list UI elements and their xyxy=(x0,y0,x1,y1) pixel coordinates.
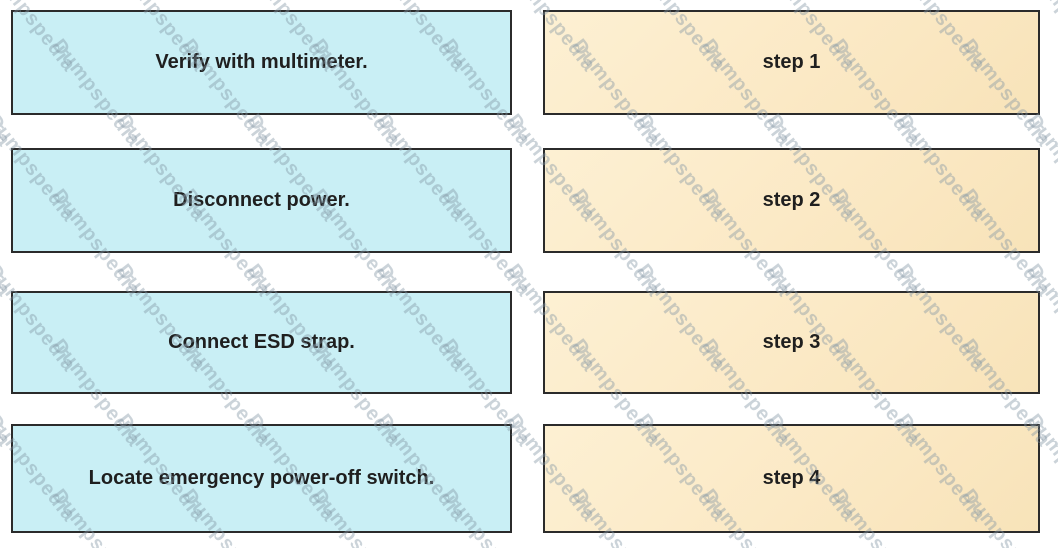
drop-target-step-1[interactable]: step 1 xyxy=(543,10,1040,115)
watermark-text: Dumpspedia xyxy=(437,0,535,2)
drop-target-label: step 4 xyxy=(762,467,821,489)
drag-option-locate-emergency-power-off-switch[interactable]: Locate emergency power-off switch. xyxy=(11,424,512,533)
watermark-text: Dumpspedia xyxy=(697,0,795,2)
watermark-text: Dumpspedia xyxy=(827,0,925,2)
watermark-text: Dumpspedia xyxy=(177,0,275,2)
drop-target-step-3[interactable]: step 3 xyxy=(543,291,1040,394)
drag-option-label: Locate emergency power-off switch. xyxy=(88,467,435,489)
drag-option-label: Connect ESD strap. xyxy=(168,331,355,353)
drag-option-disconnect-power[interactable]: Disconnect power. xyxy=(11,148,512,253)
drop-target-step-2[interactable]: step 2 xyxy=(543,148,1040,253)
drop-target-label: step 1 xyxy=(762,51,821,73)
watermark-text: Dumpspedia xyxy=(567,0,665,2)
drop-target-step-4[interactable]: step 4 xyxy=(543,424,1040,533)
drop-target-label: step 3 xyxy=(762,331,821,353)
watermark-text: Dumpspedia xyxy=(307,0,405,2)
drop-target-label: step 2 xyxy=(762,189,821,211)
drag-option-label: Verify with multimeter. xyxy=(155,51,368,73)
drag-option-connect-esd-strap[interactable]: Connect ESD strap. xyxy=(11,291,512,394)
drag-option-label: Disconnect power. xyxy=(173,189,350,211)
watermark-text: Dumpspedia xyxy=(0,0,15,2)
watermark-text: Dumpspedia xyxy=(957,0,1055,2)
drag-option-verify-with-multimeter[interactable]: Verify with multimeter. xyxy=(11,10,512,115)
watermark-text: Dumpspedia xyxy=(47,0,145,2)
